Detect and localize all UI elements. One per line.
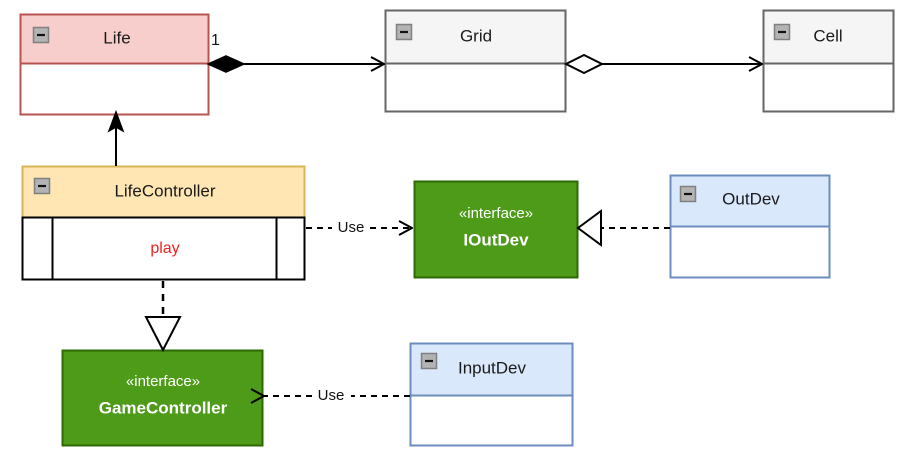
ioutdev-box-outline <box>413 180 579 279</box>
collapse-minus-icon[interactable] <box>33 177 51 195</box>
lifecontroller-member-play: play <box>150 240 179 257</box>
lifecontroller-class-name: LifeController <box>114 181 215 200</box>
realization-triangle-hollow <box>144 316 182 353</box>
class-box-grid[interactable]: Grid <box>384 9 567 113</box>
relationship-life-grid[interactable]: 1 <box>206 32 384 73</box>
interface-box-ioutdev[interactable]: «interface» IOutDev <box>413 180 579 279</box>
outdev-class-name: OutDev <box>722 189 780 208</box>
class-box-lifecontroller[interactable]: LifeController play <box>21 165 306 281</box>
relationship-lifecontroller-ioutdev[interactable]: Use <box>306 219 412 236</box>
class-box-cell[interactable]: Cell <box>762 9 895 113</box>
aggregation-diamond-hollow <box>563 53 605 75</box>
collapse-minus-icon[interactable] <box>395 23 413 41</box>
ioutdev-interface-name: IOutDev <box>463 230 529 249</box>
composition-diamond-filled <box>206 55 246 73</box>
lifecontroller-members-compartment <box>21 216 306 281</box>
outdev-header <box>669 174 831 228</box>
grid-header <box>384 9 567 65</box>
life-class-name: Life <box>103 28 130 47</box>
collapse-minus-icon[interactable] <box>679 185 697 203</box>
lifecontroller-header <box>21 165 306 219</box>
gamecontroller-box-outline <box>61 349 264 447</box>
relationship-outdev-ioutdev[interactable] <box>576 209 670 247</box>
collapse-minus-icon[interactable] <box>773 23 791 41</box>
gamecontroller-stereotype: «interface» <box>126 373 200 390</box>
inputdev-header <box>409 342 574 397</box>
class-box-inputdev[interactable]: InputDev <box>409 342 574 447</box>
cell-class-name: Cell <box>813 26 842 45</box>
relationship-inputdev-gamecontroller[interactable]: Use <box>264 387 410 404</box>
collapse-minus-icon[interactable] <box>32 26 50 44</box>
grid-class-name: Grid <box>460 26 492 45</box>
life-header <box>19 13 210 65</box>
realization-triangle-hollow <box>576 209 602 247</box>
association-arrowhead-filled <box>107 109 125 133</box>
class-box-life[interactable]: Life <box>19 13 210 116</box>
use-in-label: Use <box>318 387 345 404</box>
collapse-minus-icon[interactable] <box>420 352 438 370</box>
life-grid-multiplicity: 1 <box>211 32 220 49</box>
class-box-outdev[interactable]: OutDev <box>669 174 831 279</box>
inputdev-class-name: InputDev <box>458 358 527 377</box>
relationship-lifecontroller-life[interactable] <box>107 109 125 166</box>
relationship-grid-cell[interactable] <box>563 53 762 75</box>
use-out-label: Use <box>338 219 365 236</box>
interface-box-gamecontroller[interactable]: «interface» GameController <box>61 349 264 447</box>
ioutdev-stereotype: «interface» <box>459 205 533 222</box>
gamecontroller-interface-name: GameController <box>99 398 228 417</box>
relationship-lifecontroller-gamecontroller[interactable] <box>144 281 182 353</box>
